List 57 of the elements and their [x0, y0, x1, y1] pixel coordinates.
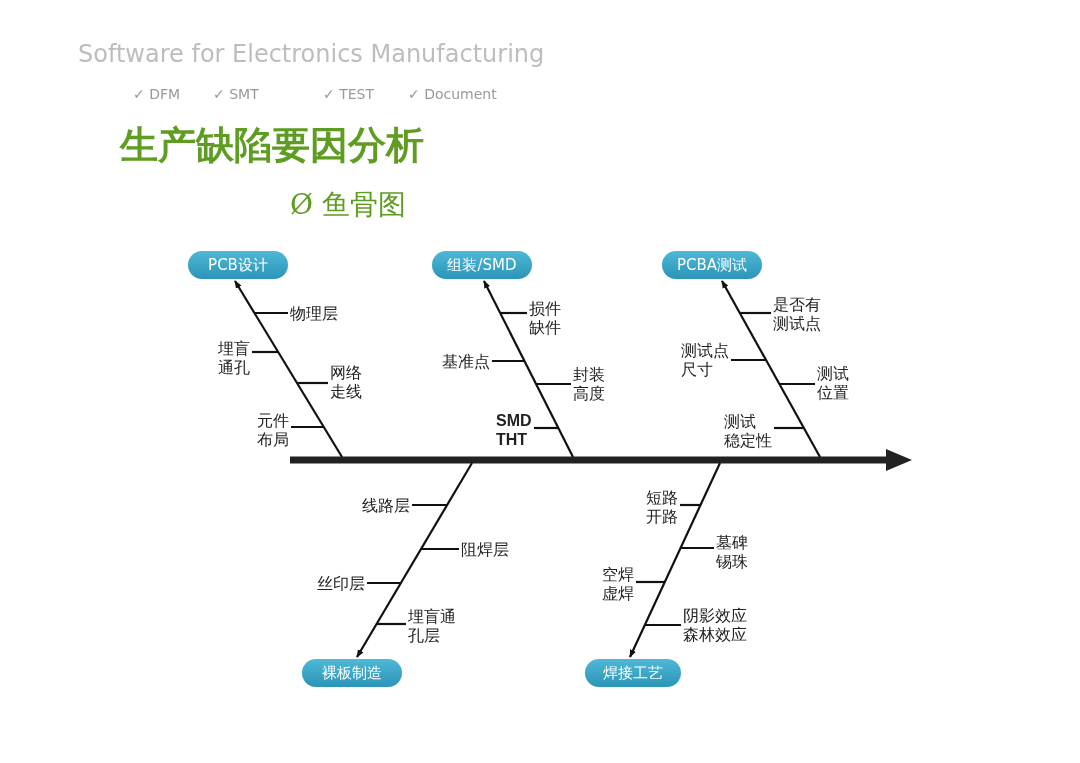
- leader-line: [376, 622, 406, 626]
- bone-arrow: [629, 462, 721, 658]
- category-box: PCBA测试: [662, 251, 762, 279]
- category-box: 组装/SMD: [432, 251, 532, 279]
- leader-line: [297, 381, 328, 385]
- leader-line: [291, 425, 324, 429]
- leader-line: [680, 546, 714, 550]
- leader-line: [500, 311, 527, 315]
- bone-arrow: [356, 462, 473, 658]
- leader-line: [254, 311, 288, 315]
- checklist-item: ✓ DFM: [133, 86, 181, 102]
- cause-label: 短路开路: [646, 488, 678, 526]
- cause-label: 元件布局: [257, 411, 289, 449]
- subtitle: Ø 鱼骨图: [290, 187, 406, 223]
- bone-arrow: [483, 280, 574, 458]
- category-box: PCB设计: [188, 251, 288, 279]
- cause-label: 墓碑锡珠: [716, 533, 748, 571]
- title: 生产缺陷要因分析: [120, 122, 424, 169]
- leader-line: [252, 350, 279, 354]
- bone-arrow: [234, 280, 343, 458]
- cause-label: 损件缺件: [529, 299, 561, 337]
- cause-label: 线路层: [362, 495, 410, 515]
- leader-line: [421, 547, 459, 551]
- cause-label: 测试位置: [817, 364, 849, 402]
- cause-label: 埋盲通孔: [218, 339, 250, 377]
- leader-line: [731, 358, 766, 362]
- checklist-item: ✓ SMT: [213, 86, 259, 102]
- cause-label: 测试稳定性: [724, 412, 772, 450]
- leader-line: [644, 623, 681, 627]
- cause-label: 阴影效应森林效应: [683, 606, 747, 644]
- leader-line: [492, 359, 525, 363]
- cause-label: 测试点尺寸: [681, 341, 729, 379]
- cause-label: SMD THT: [496, 411, 532, 449]
- cause-label: 空焊虚焊: [602, 565, 634, 603]
- leader-line: [636, 580, 665, 584]
- cause-label: 基准点: [442, 351, 490, 371]
- leader-line: [774, 426, 804, 430]
- leader-line: [739, 311, 771, 315]
- cause-label: 阻焊层: [461, 539, 509, 559]
- cause-label: 物理层: [290, 303, 338, 323]
- leader-line: [412, 503, 448, 507]
- cause-label: 网络走线: [330, 363, 362, 401]
- checklist-item: ✓ TEST: [323, 86, 375, 102]
- leader-line: [680, 503, 701, 507]
- cause-label: 埋盲通孔层: [408, 607, 456, 645]
- cause-label: 封装高度: [573, 365, 605, 403]
- leader-line: [536, 382, 571, 386]
- leader-line: [779, 382, 815, 386]
- header-text: Software for Electronics Manufacturing: [78, 40, 545, 68]
- cause-label: 丝印层: [317, 573, 365, 593]
- category-box: 裸板制造: [302, 659, 402, 687]
- bone-arrow: [721, 280, 821, 458]
- category-box: 焊接工艺: [585, 659, 681, 687]
- checklist-item: ✓ Document: [408, 86, 497, 102]
- cause-label: 是否有测试点: [773, 295, 821, 333]
- leader-line: [367, 581, 401, 585]
- leader-line: [534, 426, 559, 430]
